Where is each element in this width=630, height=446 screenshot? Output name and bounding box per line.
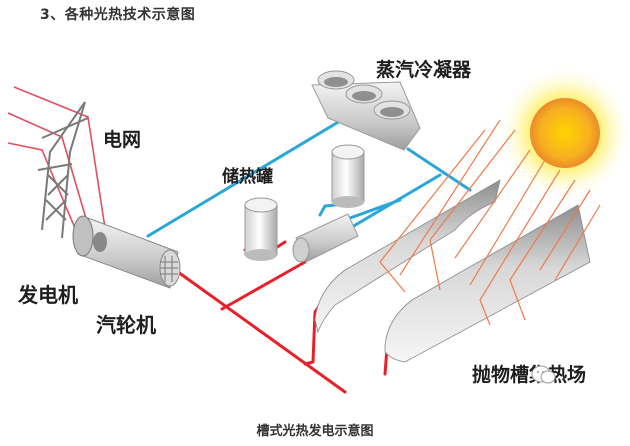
cold-pipes bbox=[146, 116, 472, 242]
heat-exchanger bbox=[292, 213, 359, 263]
label-generator: 发电机 bbox=[18, 283, 78, 307]
power-lines bbox=[7, 86, 106, 241]
turbine-generator-icon bbox=[72, 215, 181, 289]
label-condenser: 蒸汽冷凝器 bbox=[376, 59, 472, 81]
sun-rays bbox=[379, 119, 601, 326]
parabolic-trough-1 bbox=[314, 179, 501, 334]
label-grid: 电网 bbox=[103, 129, 142, 151]
figure-caption: 槽式光热发电示意图 bbox=[256, 424, 374, 439]
sun-icon bbox=[497, 65, 630, 201]
transmission-tower-icon bbox=[37, 101, 89, 239]
label-collector-field: 抛物槽集热场 bbox=[472, 364, 587, 386]
parabolic-trough-2 bbox=[384, 204, 591, 363]
label-turbine: 汽轮机 bbox=[96, 313, 156, 337]
storage-tank-right bbox=[331, 144, 365, 208]
section-heading: 3、各种光热技术示意图 bbox=[40, 7, 196, 23]
label-storage-tank: 储热罐 bbox=[222, 167, 273, 187]
storage-tank-left bbox=[244, 197, 278, 261]
condenser-icon bbox=[311, 70, 421, 151]
wechat-icon bbox=[531, 365, 556, 384]
